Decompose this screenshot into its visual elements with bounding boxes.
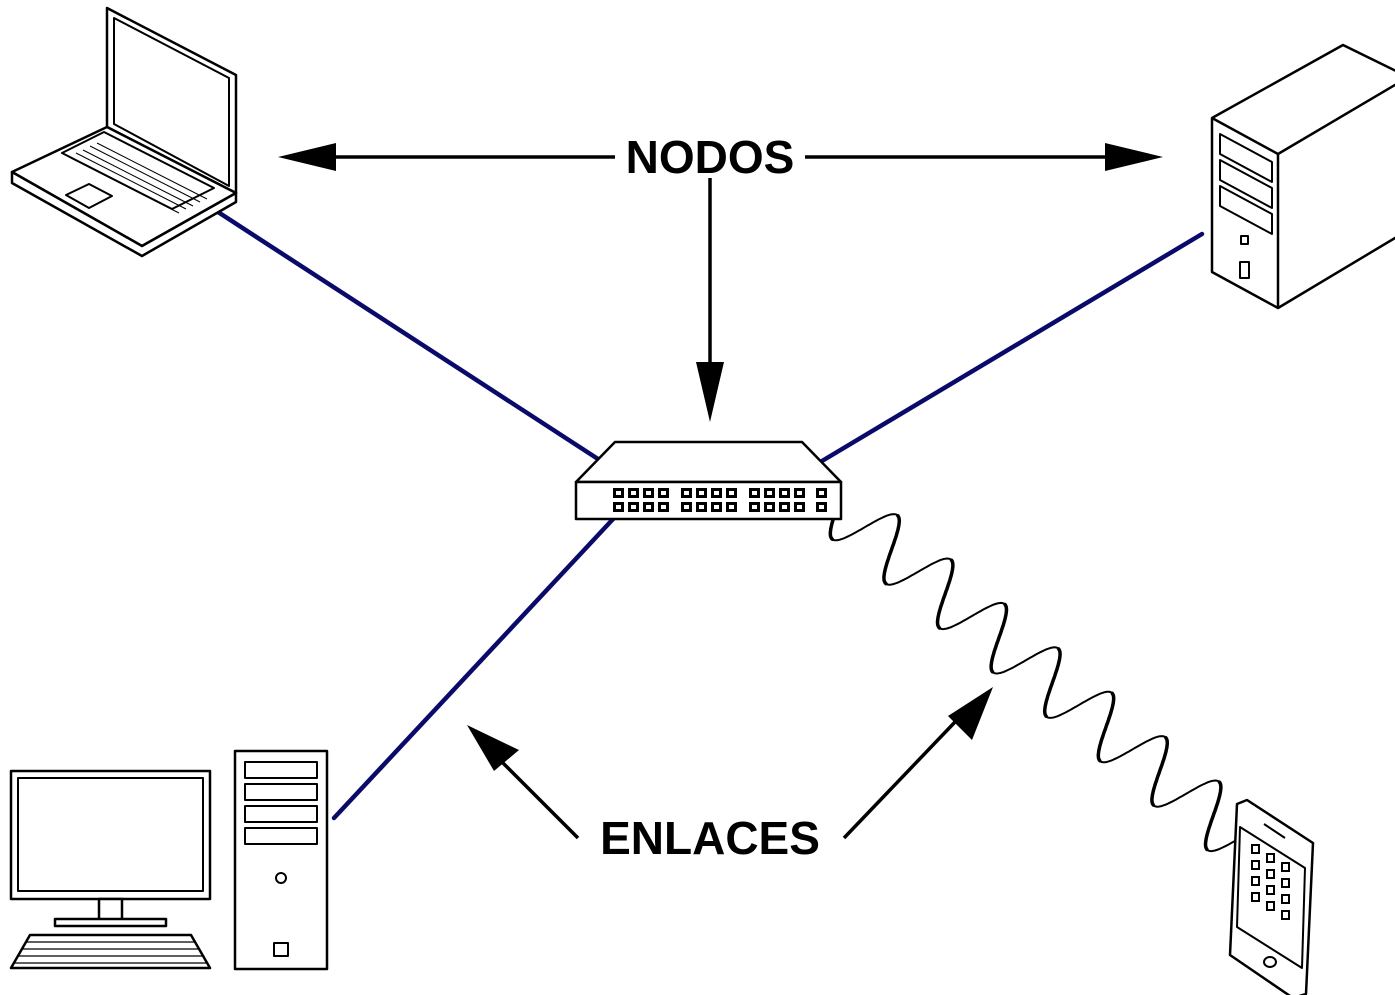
tablet-key xyxy=(1266,869,1275,879)
laptop-icon xyxy=(10,6,238,258)
link-switch-tablet-coiled xyxy=(828,503,1241,853)
enlaces-arrows xyxy=(467,687,993,840)
tablet-key xyxy=(1281,862,1290,872)
network-switch-icon xyxy=(574,440,843,521)
desktop-computer-icon xyxy=(9,749,329,971)
tablet-key xyxy=(1251,860,1260,870)
nodos-label: NODOS xyxy=(626,131,795,183)
server-tower-icon xyxy=(1210,43,1395,310)
tablet-key xyxy=(1266,901,1275,911)
link-laptop-switch xyxy=(215,209,601,462)
enlaces-label: ENLACES xyxy=(600,812,820,864)
tablet-key xyxy=(1281,894,1290,904)
tablet-key xyxy=(1281,910,1290,920)
tablet-key xyxy=(1251,876,1260,886)
tablet-key xyxy=(1281,878,1290,888)
link-server-switch xyxy=(819,231,1205,464)
tablet-key xyxy=(1266,853,1275,863)
tablet-icon xyxy=(1228,798,1315,995)
nodos-arrows xyxy=(278,143,1163,422)
tablet-key xyxy=(1251,892,1260,902)
link-desktop-switch xyxy=(331,515,617,821)
tablet-key xyxy=(1251,844,1260,854)
tablet-key xyxy=(1266,885,1275,895)
